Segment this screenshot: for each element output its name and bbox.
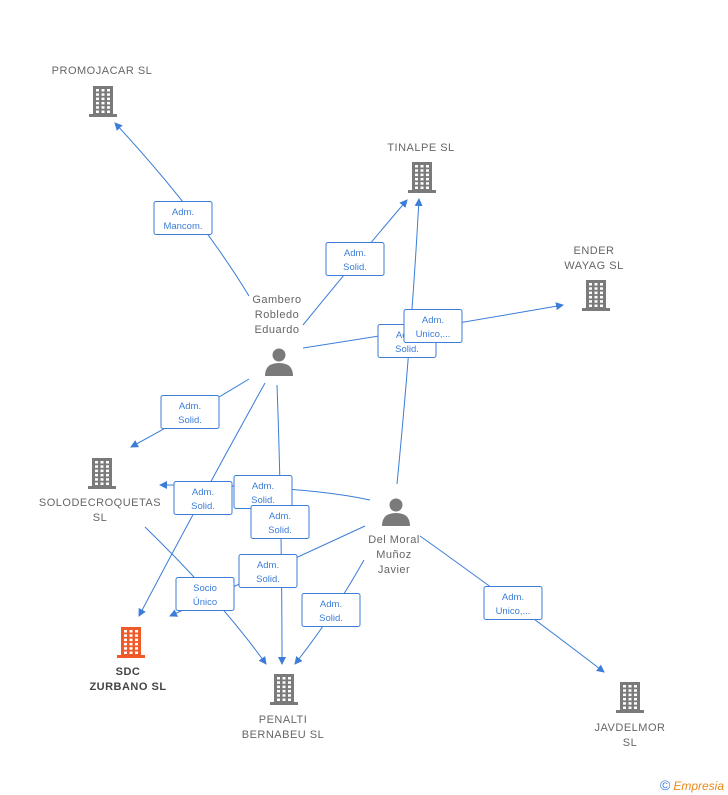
edge-label-gambero-promojacar[interactable]: Adm. Mancom. (153, 201, 213, 235)
node-label: Gambero (252, 294, 301, 306)
node-label: ENDER (573, 245, 614, 257)
node-label: TINALPE SL (387, 142, 454, 154)
node-tinalpe[interactable]: TINALPE SL (387, 142, 454, 193)
edge-label-text: Adm. (257, 560, 279, 571)
building-icon (89, 86, 117, 117)
node-label: Muñoz (376, 549, 412, 561)
edge-label-delmoral-solodecroquetas[interactable]: Adm. Solid. (233, 475, 293, 509)
edge-label-text: Adm. (192, 487, 214, 498)
person-icon (265, 348, 293, 376)
node-label: Robledo (255, 309, 299, 321)
node-penalti[interactable]: PENALTI BERNABEU SL (242, 674, 325, 741)
edge-label-text: Adm. (252, 481, 274, 492)
edge-label-text: Socio (193, 583, 217, 594)
edge-label-text: Solid. (191, 501, 215, 512)
edge-label-text: Único (193, 597, 217, 608)
node-label: Javier (378, 564, 410, 576)
node-label: PENALTI (259, 714, 308, 726)
nodes-layer: PROMOJACAR SL TINALPE SL ENDER WAYAG SL Gamb… (39, 65, 666, 749)
edge-label-text: Adm. (179, 401, 201, 412)
building-icon (88, 458, 116, 489)
edge-label-text: Mancom. (163, 221, 202, 232)
edge-label-gambero-solodecroquetas[interactable]: Adm. Solid. (160, 395, 220, 429)
node-label: SOLODECROQUETAS (39, 497, 161, 509)
edge-label-delmoral-sdc[interactable]: Adm. Solid. (238, 554, 298, 588)
node-javdelmor[interactable]: JAVDELMOR SL (595, 682, 666, 749)
node-solodecroquetas[interactable]: SOLODECROQUETAS SL (39, 458, 161, 524)
node-label: BERNABEU SL (242, 729, 325, 741)
edge-label-text: Adm. (422, 315, 444, 326)
building-icon (117, 627, 145, 658)
edge-label-text: Adm. (320, 599, 342, 610)
edge-label-text: Solid. (395, 344, 419, 355)
node-label: JAVDELMOR (595, 722, 666, 734)
node-label: Del Moral (368, 534, 420, 546)
edge-label-delmoral-penalti[interactable]: Adm. Solid. (301, 593, 361, 627)
building-icon (582, 280, 610, 311)
copyright-icon: © (659, 777, 671, 793)
node-label: SL (623, 737, 637, 749)
building-icon (270, 674, 298, 705)
edge-label-text: Unico,... (496, 606, 531, 617)
edge-label-text: Unico,... (416, 329, 451, 340)
edge-label-text: Solid. (268, 525, 292, 536)
edge-label-text: Solid. (256, 574, 280, 585)
brand-logo-text: Empresia (673, 779, 724, 793)
edge-label-gambero-tinalpe[interactable]: Adm. Solid. (325, 242, 385, 276)
node-label: SL (93, 512, 107, 524)
edge-label-gambero-penalti[interactable]: Adm. Solid. (250, 505, 310, 539)
node-label: ZURBANO SL (89, 681, 166, 693)
building-icon (408, 162, 436, 193)
edge-labels-layer: Adm. Mancom. Adm. Solid. Adm. Solid. Adm. Unico… (153, 201, 543, 627)
edge-label-text: Adm. (344, 248, 366, 259)
edge-label-gambero-sdc[interactable]: Adm. Solid. (173, 481, 233, 515)
footer-brand: ©Empresia (660, 777, 724, 793)
node-label: PROMOJACAR SL (52, 65, 153, 77)
edge-label-text: Adm. (502, 592, 524, 603)
edge-label-text: Solid. (178, 415, 202, 426)
building-icon (616, 682, 644, 713)
node-sdc[interactable]: SDC ZURBANO SL (89, 627, 166, 693)
edge-label-text: Adm. (269, 511, 291, 522)
edge-label-text: Adm. (172, 207, 194, 218)
node-label: WAYAG SL (564, 260, 623, 272)
edge-label-text: Solid. (251, 495, 275, 506)
node-label: SDC (116, 666, 141, 678)
edge-label-text: Solid. (343, 262, 367, 273)
person-icon (382, 498, 410, 526)
node-ender[interactable]: ENDER WAYAG SL (564, 245, 623, 311)
node-label: Eduardo (254, 324, 299, 336)
edge-label-delmoral-javdelmor[interactable]: Adm. Unico,... (483, 586, 543, 620)
edge-label-delmoral-tinalpe[interactable]: Adm. Unico,... (403, 309, 463, 343)
edge-label-text: Solid. (319, 613, 343, 624)
node-promojacar[interactable]: PROMOJACAR SL (52, 65, 153, 117)
